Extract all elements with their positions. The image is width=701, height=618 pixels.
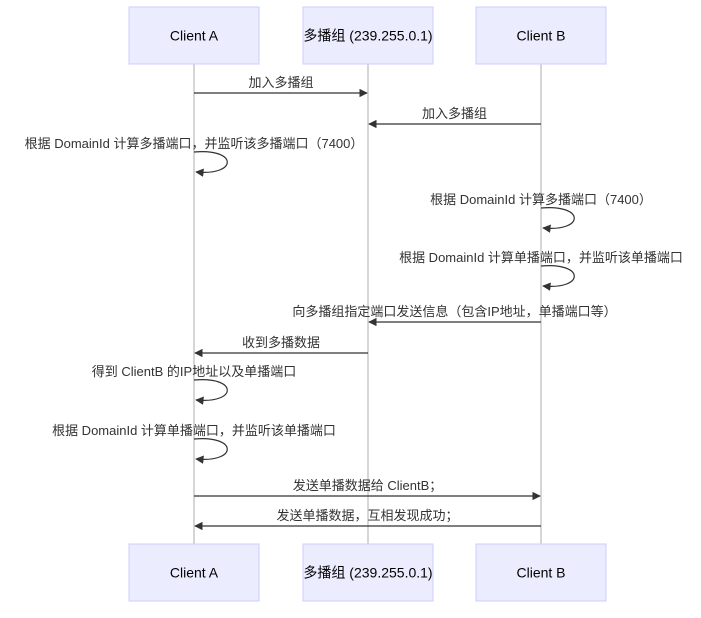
self-message-arrow <box>193 438 228 464</box>
message-7: 收到多播数据 <box>194 335 368 358</box>
participant-b-bottom: Client B <box>475 543 607 602</box>
participant-label: Client B <box>516 28 565 44</box>
message-5: 根据 DomainId 计算单播端口，并监听该单播端口 <box>399 250 683 291</box>
participant-m-bottom: 多播组 (239.255.0.1) <box>302 543 434 602</box>
message-label: 根据 DomainId 计算单播端口，并监听该单播端口 <box>52 423 336 438</box>
participants-bottom: Client A 多播组 (239.255.0.1) Client B <box>128 543 607 602</box>
participant-label: Client A <box>170 28 219 44</box>
message-1: 加入多播组 <box>194 75 368 98</box>
message-label: 根据 DomainId 计算多播端口（7400） <box>430 192 652 207</box>
participant-label: 多播组 (239.255.0.1) <box>303 565 432 581</box>
participant-box <box>302 543 434 602</box>
message-label: 向多播组指定端口发送信息（包含IP地址，单播端口等） <box>292 304 616 319</box>
participant-box <box>302 6 434 65</box>
participant-label: 多播组 (239.255.0.1) <box>303 28 432 44</box>
lifelines <box>193 64 542 544</box>
participant-a-top: Client A <box>128 6 260 65</box>
participant-label: Client A <box>170 565 219 581</box>
message-label: 加入多播组 <box>422 106 487 121</box>
self-message-arrow <box>540 207 575 233</box>
participant-box <box>128 6 260 65</box>
participant-box <box>475 543 607 602</box>
message-label: 发送单播数据，互相发现成功； <box>276 508 458 524</box>
self-message-arrow <box>193 379 228 405</box>
message-6: 向多播组指定端口发送信息（包含IP地址，单播端口等） <box>292 304 617 327</box>
participant-b-top: Client B <box>475 6 607 65</box>
message-2: 加入多播组 <box>368 106 541 129</box>
message-9: 根据 DomainId 计算单播端口，并监听该单播端口 <box>52 423 336 464</box>
self-message-arrow <box>540 265 575 291</box>
message-10: 发送单播数据给 ClientB； <box>194 478 541 501</box>
message-label: 加入多播组 <box>248 75 313 90</box>
participant-a-bottom: Client A <box>128 543 260 602</box>
message-label: 得到 ClientB 的IP地址以及单播端口 <box>92 364 296 379</box>
message-label: 根据 DomainId 计算单播端口，并监听该单播端口 <box>399 250 683 265</box>
message-8: 得到 ClientB 的IP地址以及单播端口 <box>92 364 296 405</box>
participants-top: Client A 多播组 (239.255.0.1) Client B <box>128 6 607 65</box>
participant-box <box>128 543 260 602</box>
message-label: 根据 DomainId 计算多播端口，并监听该多播端口（7400） <box>25 136 364 151</box>
message-3: 根据 DomainId 计算多播端口，并监听该多播端口（7400） <box>25 136 364 177</box>
message-4: 根据 DomainId 计算多播端口（7400） <box>430 192 652 233</box>
participant-box <box>475 6 607 65</box>
self-message-arrow <box>193 151 228 177</box>
message-label: 发送单播数据给 ClientB； <box>293 478 443 494</box>
participant-m-top: 多播组 (239.255.0.1) <box>302 6 434 65</box>
participant-label: Client B <box>516 565 565 581</box>
message-11: 发送单播数据，互相发现成功； <box>194 508 541 531</box>
message-label: 收到多播数据 <box>242 335 320 350</box>
